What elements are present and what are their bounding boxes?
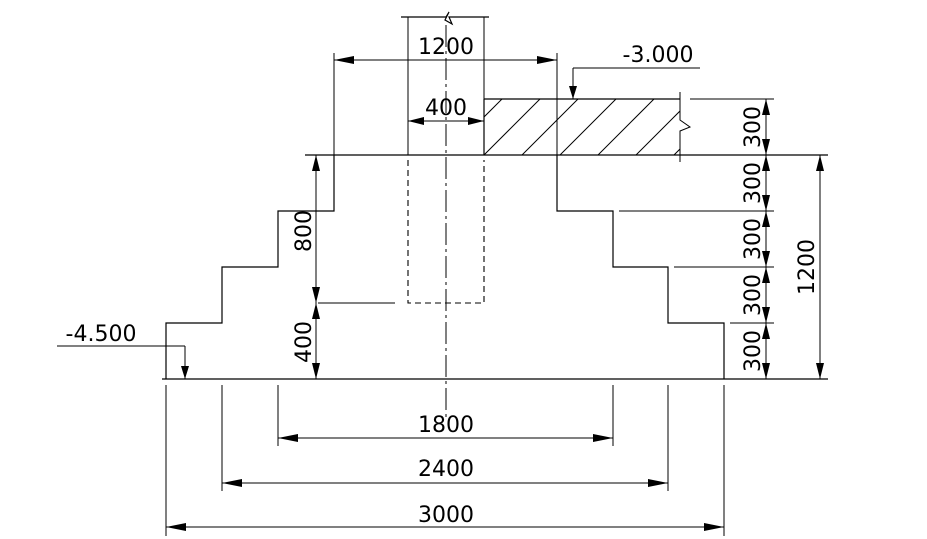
dim-1800-label: 1800 [418, 413, 474, 438]
dim-400-lower-label: 400 [292, 321, 317, 363]
elevation-top: -3.000 [569, 43, 700, 99]
dim-step-1-label: 300 [741, 106, 766, 148]
dim-step-2-label: 300 [741, 162, 766, 204]
dim-400-column-label: 400 [425, 96, 467, 121]
elevation-bottom-label: -4.500 [66, 322, 137, 347]
dim-400-column: 400 [408, 96, 484, 125]
dim-left-vertical: 800 400 [292, 155, 320, 379]
dim-step-5-label: 300 [741, 330, 766, 372]
dim-1200-top: 1200 [333, 35, 558, 155]
dim-1200-top-label: 1200 [418, 35, 474, 60]
dim-total-height: 1200 [795, 155, 824, 379]
dim-total-height-label: 1200 [795, 239, 820, 295]
elevation-top-label: -3.000 [623, 43, 694, 68]
dim-3000-label: 3000 [418, 503, 474, 528]
dim-right-steps: 300 300 300 300 300 [690, 98, 774, 379]
dim-bottom-widths: 1800 2400 3000 [165, 385, 725, 536]
dim-2400-label: 2400 [418, 457, 474, 482]
dim-800-label: 800 [292, 210, 317, 252]
dim-step-3-label: 300 [741, 218, 766, 260]
hatched-slab [483, 92, 692, 162]
stepped-footing [162, 154, 828, 380]
elevation-bottom: -4.500 [57, 322, 189, 379]
dim-step-4-label: 300 [741, 274, 766, 316]
